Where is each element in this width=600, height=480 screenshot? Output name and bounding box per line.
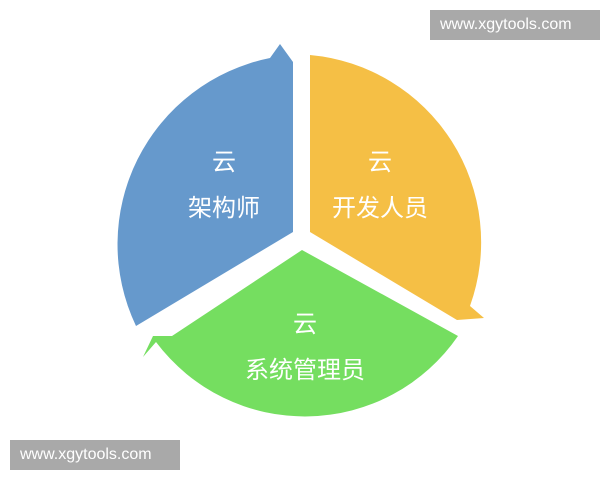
segment-developer bbox=[310, 55, 484, 320]
label-developer: 云 开发人员 bbox=[320, 150, 440, 220]
label-sysadmin-line2: 系统管理员 bbox=[245, 356, 365, 384]
label-architect-line2: 架构师 bbox=[188, 194, 260, 222]
watermark-bottom-left: www.xgytools.com bbox=[10, 440, 180, 470]
segment-sysadmin bbox=[143, 250, 458, 417]
label-architect-line1: 云 bbox=[212, 148, 236, 176]
label-architect: 云 架构师 bbox=[174, 150, 274, 220]
label-sysadmin-line1: 云 bbox=[293, 310, 317, 338]
label-sysadmin: 云 系统管理员 bbox=[230, 312, 380, 382]
segment-architect bbox=[117, 44, 294, 326]
label-developer-line1: 云 bbox=[368, 148, 392, 176]
watermark-top-right: www.xgytools.com bbox=[430, 10, 600, 40]
label-developer-line2: 开发人员 bbox=[332, 194, 428, 222]
